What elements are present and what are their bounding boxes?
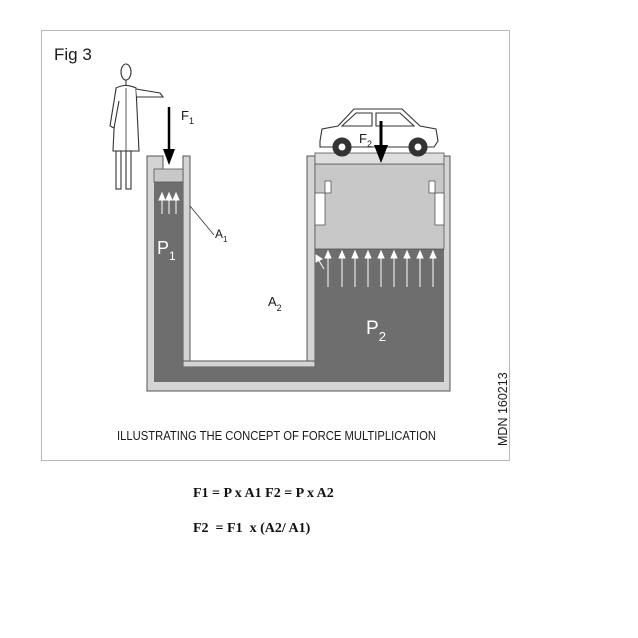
small-piston (153, 168, 184, 183)
equation-line-1: F1 = P x A1 F2 = P x A2 (193, 486, 334, 501)
figure-label: Fig 3 (54, 45, 92, 64)
pressure-arrows-large (315, 249, 437, 287)
label-a2: A2 (268, 294, 282, 313)
force-arrow-f1 (163, 107, 175, 165)
label-p1: P1 (157, 238, 176, 263)
figure-code: MDN 160213 (496, 372, 510, 446)
car-icon (319, 108, 439, 157)
figure-caption: ILLUSTRATING THE CONCEPT OF FORCE MULTIP… (116, 429, 436, 443)
label-f2: F2 (359, 131, 372, 149)
label-a1: A1 (215, 227, 228, 244)
person-icon (109, 63, 165, 190)
figure-frame: Fig 3 (41, 30, 510, 461)
equation-line-2: F2 = F1 x (A2/ A1) (193, 521, 311, 536)
label-f1: F1 (181, 108, 194, 126)
hydraulic-fluid (154, 182, 444, 382)
a1-leader-line (189, 205, 215, 236)
force-arrow-f2 (374, 121, 388, 163)
pressure-arrows-small (158, 191, 180, 214)
hydraulic-diagram: F1 F2 A1 A2 P1 P2 (109, 63, 451, 392)
large-piston (314, 152, 445, 250)
label-p2: P2 (366, 318, 386, 344)
